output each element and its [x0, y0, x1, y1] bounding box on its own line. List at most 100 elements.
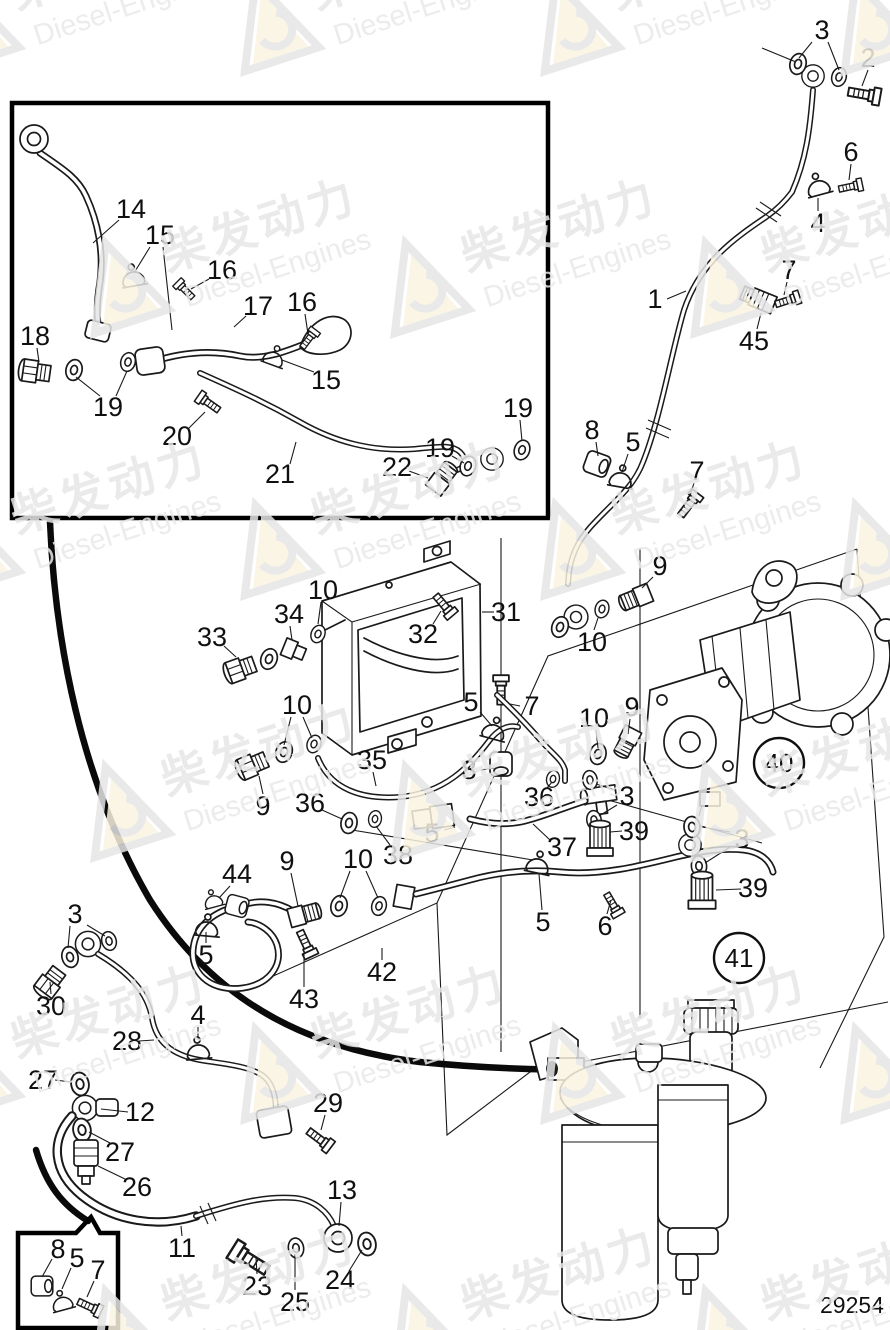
callout-leader — [41, 1258, 53, 1278]
watermark-tile — [519, 0, 825, 82]
watermark-tile — [369, 1213, 675, 1330]
watermark-tile — [819, 427, 890, 606]
callout-label: 21 — [265, 459, 295, 489]
callout-leader — [715, 888, 742, 891]
callout-label: 13 — [327, 1175, 357, 1205]
callout-label: 5 — [69, 1243, 84, 1273]
callout-leader — [339, 870, 351, 899]
detail-inset-b — [15, 1213, 121, 1330]
callout-leader — [519, 419, 523, 442]
callout-label: 9 — [279, 846, 294, 876]
watermark-tile — [669, 165, 890, 344]
callout-leader — [67, 925, 71, 949]
callout-label: 12 — [125, 1097, 155, 1127]
callout-label: 27 — [105, 1137, 135, 1167]
callout-leader — [180, 1225, 183, 1237]
callout-leader — [761, 47, 797, 63]
callout-leader — [223, 645, 237, 658]
callout-leader — [281, 359, 315, 373]
callout-leader — [86, 924, 106, 937]
callout-label: 42 — [367, 957, 397, 987]
callout-label: 32 — [408, 619, 438, 649]
callout-leader — [621, 453, 629, 473]
callout-leader — [598, 804, 618, 817]
callout-leader — [233, 315, 247, 328]
callout-leader — [538, 873, 543, 911]
callout-label: 31 — [491, 597, 521, 627]
callout-label: 8 — [50, 1234, 65, 1264]
callout-label: 16 — [287, 287, 317, 317]
callout-label: 8 — [584, 415, 599, 445]
callout-leader — [36, 347, 40, 363]
callout-leader — [595, 441, 599, 457]
callout-leader — [188, 411, 206, 429]
callout-label: 18 — [20, 321, 50, 351]
callout-leader — [289, 441, 297, 465]
callout-leader — [304, 313, 309, 335]
callout-leader — [100, 1108, 129, 1113]
callout-leader — [317, 601, 322, 625]
watermark-tile — [219, 0, 525, 82]
hose-42-assembly — [189, 814, 777, 993]
callout-leader — [593, 617, 599, 631]
callout-label: 7 — [90, 1255, 105, 1285]
callout-label: 43 — [289, 984, 319, 1014]
callout-label: 10 — [343, 844, 373, 874]
callout-label: 15 — [311, 365, 341, 395]
callout-label: 10 — [577, 627, 607, 657]
callout-leader — [375, 825, 391, 846]
callout-label: 19 — [93, 392, 123, 422]
callout-label: 1 — [647, 284, 662, 314]
callout-leader — [218, 885, 231, 899]
callout-label: 6 — [843, 137, 858, 167]
callout-label: 5 — [535, 907, 550, 937]
watermark-tile — [69, 1213, 375, 1330]
callout-label: 5 — [198, 940, 213, 970]
callout-label: 14 — [116, 194, 146, 224]
callout-label: 44 — [222, 859, 252, 889]
callout-label: 5 — [463, 687, 478, 717]
callout-leader — [432, 610, 442, 625]
callout-label: 39 — [738, 873, 768, 903]
callout-leader — [88, 1131, 111, 1144]
watermark-tile — [0, 0, 226, 82]
callout-label: 11 — [168, 1233, 196, 1263]
callout-label: 17 — [243, 291, 273, 321]
callout-leader — [509, 703, 521, 707]
callout-label: 26 — [122, 1172, 152, 1202]
detail-b-leader-arc — [32, 1146, 92, 1225]
svg-text:41: 41 — [725, 943, 754, 973]
callout-leader — [479, 711, 493, 727]
callout-label: 10 — [308, 575, 338, 605]
callout-leader — [320, 1114, 326, 1131]
callout-leader — [61, 1267, 72, 1290]
callout-leader — [115, 370, 128, 397]
callout-leader — [641, 576, 654, 589]
callout-leader — [289, 625, 293, 641]
callout-leader — [321, 809, 343, 820]
callout-leader — [290, 872, 299, 907]
callout-leader — [92, 219, 120, 244]
callout-label: 7 — [524, 691, 539, 721]
callout-leader — [97, 1165, 126, 1180]
watermark-tile — [819, 951, 890, 1130]
callout-label: 33 — [197, 622, 227, 652]
watermark-tile — [369, 165, 675, 344]
callout-label: 39 — [619, 816, 649, 846]
callout-leader — [49, 981, 52, 995]
callout-leader — [666, 290, 687, 300]
callout-label: 3 — [67, 899, 82, 929]
callout-label: 3 — [814, 15, 829, 45]
callout-leader — [86, 1280, 95, 1298]
callout-leader — [609, 830, 623, 833]
valve-26 — [73, 1139, 99, 1185]
callout-label: 19 — [503, 393, 533, 423]
callout-leader — [75, 376, 101, 397]
callout-leader — [133, 246, 151, 274]
watermark-tile — [819, 0, 890, 82]
callout-leader — [861, 69, 869, 87]
callout-leader — [798, 41, 813, 59]
callout-label: 5 — [625, 427, 640, 457]
callout-label: 34 — [274, 599, 304, 629]
